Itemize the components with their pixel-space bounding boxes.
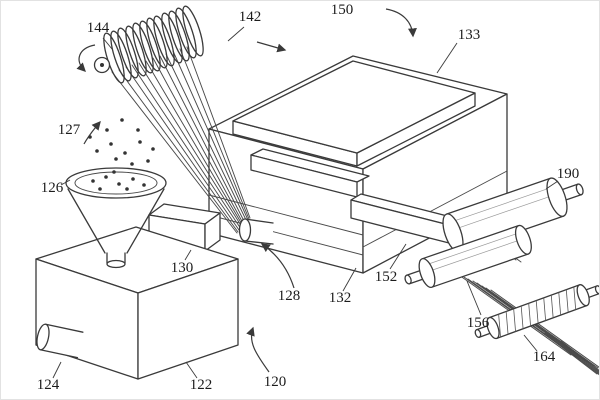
ref-label-132: 132 — [329, 290, 352, 306]
thread-lines — [111, 46, 251, 234]
box-lid — [232, 60, 476, 167]
leader-142 — [227, 26, 245, 42]
ref-label-126: 126 — [41, 180, 64, 196]
ref-label-142: 142 — [239, 9, 262, 25]
ref-label-150: 150 — [331, 2, 354, 18]
ref-label-133: 133 — [458, 27, 481, 43]
leader-190 — [545, 180, 559, 190]
leader-152 — [389, 243, 407, 270]
ref-label-144: 144 — [87, 20, 110, 36]
hopper-funnel — [65, 167, 167, 269]
ref-label-124: 124 — [37, 377, 60, 393]
leader-156 — [466, 280, 482, 316]
leader-164 — [523, 334, 538, 352]
assembly-150-arrow — [385, 8, 417, 38]
ref-label-128: 128 — [278, 288, 301, 304]
nozzle-128-arrow — [260, 243, 295, 289]
ref-label-156: 156 — [467, 315, 490, 331]
drain-pipe — [36, 323, 84, 359]
thread-direction-arrow — [256, 41, 287, 53]
chamber-120-arrow — [246, 326, 270, 373]
coil-rotation-arrow — [76, 44, 96, 72]
supply-coil — [93, 5, 204, 84]
leader-124 — [52, 361, 62, 379]
entrance-nozzle — [238, 218, 274, 245]
feeder-box — [148, 203, 221, 252]
particles-127-arrow — [83, 120, 101, 145]
leader-126 — [60, 179, 71, 186]
leader-130 — [184, 249, 192, 261]
leader-133 — [436, 42, 458, 74]
ref-label-120: 120 — [264, 374, 287, 390]
chamber-box — [35, 226, 239, 380]
leader-122 — [185, 361, 198, 379]
ref-label-164: 164 — [533, 349, 556, 365]
web-band-exit — [540, 330, 599, 376]
top-roller — [442, 177, 584, 253]
front-bar — [250, 148, 370, 198]
ref-label-152: 152 — [375, 269, 398, 285]
leader-132 — [342, 267, 357, 292]
leader-144 — [102, 37, 113, 50]
middle-roller — [404, 224, 532, 288]
bottom-roller — [474, 284, 599, 340]
ref-label-127: 127 — [58, 122, 81, 138]
ref-label-130: 130 — [171, 260, 194, 276]
ref-label-122: 122 — [190, 377, 213, 393]
particle-dots — [88, 118, 155, 191]
ref-label-190: 190 — [557, 166, 580, 182]
